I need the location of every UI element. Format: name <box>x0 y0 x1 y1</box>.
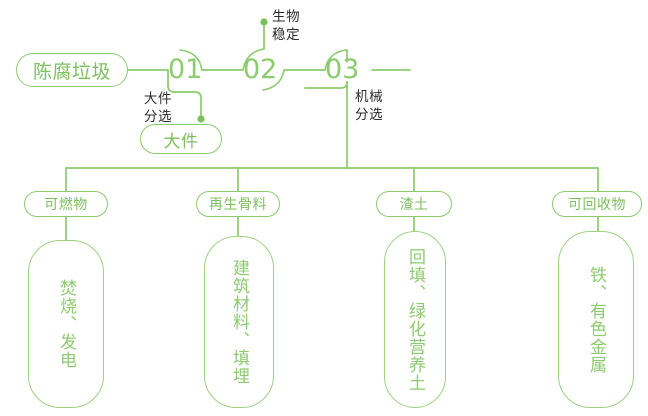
stage-number-03-text: 03 <box>325 54 360 85</box>
node-bulky-output-label: 大件 <box>163 131 199 151</box>
output-use-box-3-text: 回填、绿化营养土 <box>406 247 426 392</box>
output-pill-2-label: 再生骨料 <box>209 196 267 212</box>
process-label-01-line1: 大件 <box>143 91 173 106</box>
output-use-box-2[interactable]: 建筑材料、填埋 <box>204 236 274 408</box>
stage-number-03[interactable]: 03 <box>325 56 359 83</box>
arc-03 <box>324 49 348 71</box>
output-pill-4[interactable]: 可回收物 <box>552 191 642 217</box>
node-source[interactable]: 陈腐垃圾 <box>16 53 128 87</box>
node-source-label: 陈腐垃圾 <box>32 61 111 83</box>
process-label-02: 生物 稳定 <box>272 8 322 44</box>
node-bulky-output[interactable]: 大件 <box>140 124 222 154</box>
output-pill-1-label: 可燃物 <box>44 196 88 212</box>
process-label-01-line2: 分选 <box>143 108 173 124</box>
output-use-box-4-text: 铁、有色金属 <box>587 265 607 374</box>
output-use-box-2-text: 建筑材料、填埋 <box>230 259 250 385</box>
output-use-box-1-text: 焚烧、发电 <box>57 279 77 369</box>
process-label-03-line1: 机械 <box>355 89 384 104</box>
stage-number-02-text: 02 <box>243 54 278 85</box>
process-label-03: 机械 分选 <box>355 88 405 124</box>
output-pill-3-label: 渣土 <box>399 196 429 212</box>
output-pill-4-label: 可回收物 <box>568 196 626 212</box>
process-label-02-line1: 生物 <box>272 9 301 24</box>
process-label-02-line2: 稳定 <box>272 26 301 42</box>
output-use-box-4[interactable]: 铁、有色金属 <box>558 231 634 408</box>
output-pill-2[interactable]: 再生骨料 <box>196 191 280 217</box>
output-pill-1[interactable]: 可燃物 <box>24 191 108 217</box>
stage-number-01-text: 01 <box>168 54 203 85</box>
arc-01 <box>179 49 203 71</box>
arc-02-bottom <box>262 69 285 91</box>
output-pill-3[interactable]: 渣土 <box>376 191 452 217</box>
output-use-box-3[interactable]: 回填、绿化营养土 <box>384 231 446 408</box>
process-label-01: 大件 分选 <box>133 90 183 126</box>
wire-01-bulky-drop <box>167 69 202 120</box>
output-use-box-1[interactable]: 焚烧、发电 <box>28 240 104 408</box>
process-label-03-line2: 分选 <box>355 106 384 122</box>
arc-02-top <box>242 48 265 71</box>
dot-bulky-branch <box>197 115 205 123</box>
stage-number-01[interactable]: 01 <box>168 56 202 83</box>
arc-03-lower-elbow <box>304 81 348 89</box>
dot-biostable <box>260 18 268 26</box>
stage-number-02[interactable]: 02 <box>243 56 277 83</box>
